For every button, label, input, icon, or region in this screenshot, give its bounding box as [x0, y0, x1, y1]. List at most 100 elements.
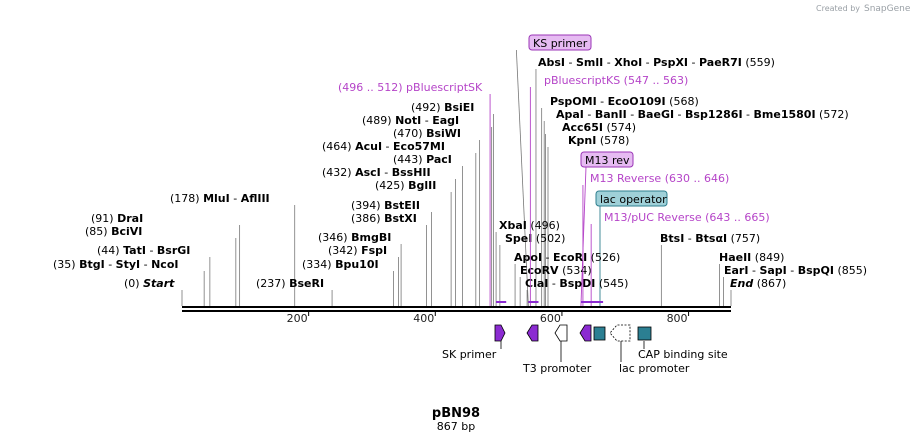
site-row[interactable]: (489) NotI - EagI	[362, 114, 459, 127]
site-label-part: AflIII	[241, 192, 270, 205]
site-label-part: BspDI	[559, 277, 595, 290]
site-row[interactable]: (346) BmgBI	[318, 231, 391, 244]
site-row[interactable]: (334) Bpu10I	[302, 258, 379, 271]
ks-primer-box-bg	[528, 34, 592, 51]
site-label: (443) PacI	[393, 153, 452, 166]
site-label-part: AscI	[355, 166, 381, 179]
site-row[interactable]: (492) BsiEI	[411, 101, 474, 114]
site-label-part: NotI	[395, 114, 421, 127]
site-label-part: BsiWI	[426, 127, 461, 140]
site-label-part: BsiEI	[444, 101, 474, 114]
site-label: (425) BglII	[375, 179, 436, 192]
sk-primer-arrow-icon[interactable]	[494, 324, 506, 342]
site-label-part: (464)	[322, 140, 352, 153]
lac-promoter-arrow-icon[interactable]	[609, 324, 631, 342]
site-label-part: (443)	[393, 153, 423, 166]
site-row[interactable]: (342) FspI	[328, 244, 387, 257]
site-label-part: -	[381, 166, 392, 179]
site-label-part: (178)	[170, 192, 200, 205]
site-row[interactable]: (386) BstXI	[351, 212, 417, 225]
site-label-part: -	[603, 56, 614, 69]
cap-binding-site-icon[interactable]	[637, 326, 652, 341]
site-row[interactable]: ApaI - BanII - BaeGI - Bsp1286I - Bme158…	[556, 108, 849, 121]
site-label-part: BspQI	[798, 264, 834, 277]
site-label-part: (35)	[53, 258, 76, 271]
site-row[interactable]: KpnI (578)	[568, 134, 629, 147]
site-row[interactable]: HaeII (849)	[719, 251, 784, 264]
site-label: (342) FspI	[328, 244, 387, 257]
m13-rev-box[interactable]: M13 rev	[580, 151, 634, 168]
ks-primer-arrow-icon[interactable]	[526, 324, 539, 342]
site-label-part: (237)	[256, 277, 286, 290]
primer-site-label[interactable]: M13/pUC Reverse (643 .. 665)	[604, 211, 770, 224]
site-row[interactable]: EcoRV (534)	[520, 264, 592, 277]
site-row[interactable]: PspOMI - EcoO109I (568)	[550, 95, 699, 108]
site-row[interactable]: (85) BciVI	[85, 225, 142, 238]
site-label-part: Bpu10I	[335, 258, 379, 271]
site-label-part: -	[421, 114, 432, 127]
site-row[interactable]: (237) BseRI	[256, 277, 324, 290]
site-label-part: (502)	[536, 232, 566, 245]
site-label-part: BstEII	[384, 199, 420, 212]
site-label-part: TatI	[123, 244, 146, 257]
site-label-part: -	[684, 232, 695, 245]
site-label-part: (849)	[755, 251, 785, 264]
site-row[interactable]: (0) Start	[124, 277, 175, 290]
site-row[interactable]: (432) AscI - BssHII	[322, 166, 431, 179]
primer-site-label[interactable]: pBluescriptKS (547 .. 563)	[544, 74, 688, 87]
site-row[interactable]: ApoI - EcoRI (526)	[514, 251, 620, 264]
site-row[interactable]: (470) BsiWI	[393, 127, 461, 140]
m13-rev-arrow-icon[interactable]	[579, 324, 592, 342]
site-label-part: SpeI	[505, 232, 532, 245]
site-label-part: (342)	[328, 244, 358, 257]
site-label: (44) TatI - BsrGI	[97, 244, 190, 257]
site-row[interactable]: EarI - SapI - BspQI (855)	[724, 264, 867, 277]
site-row[interactable]: (44) TatI - BsrGI	[97, 244, 190, 257]
t3-promoter-arrow-icon[interactable]	[554, 324, 568, 342]
lac-operator-icon[interactable]	[593, 326, 606, 341]
site-row[interactable]: SpeI (502)	[505, 232, 565, 245]
site-label-part: (545)	[599, 277, 629, 290]
site-row[interactable]: XbaI (496)	[499, 219, 560, 232]
site-row[interactable]: (425) BglII	[375, 179, 436, 192]
site-label-part: (572)	[819, 108, 849, 121]
site-label-part: (578)	[600, 134, 630, 147]
site-label-part: (91)	[91, 212, 114, 225]
site-leader-lines	[181, 49, 732, 307]
site-label-part: SmlI	[576, 56, 603, 69]
ks-primer-box[interactable]: KS primer	[528, 34, 592, 51]
site-row[interactable]: BtsI - BtsαI (757)	[660, 232, 760, 245]
site-row[interactable]: (464) AcuI - Eco57MI	[322, 140, 445, 153]
site-row[interactable]: (178) MluI - AflIII	[170, 192, 270, 205]
site-label: (35) BtgI - StyI - NcoI	[53, 258, 178, 271]
site-label-part: -	[584, 108, 595, 121]
primer-site-label[interactable]: M13 Reverse (630 .. 646)	[590, 172, 729, 185]
site-label-part: BtgI	[79, 258, 105, 271]
site-label-part: (44)	[97, 244, 120, 257]
site-label-part: (489)	[362, 114, 392, 127]
site-row[interactable]: (91) DraI	[91, 212, 143, 225]
site-label: ApaI - BanII - BaeGI - Bsp1286I - Bme158…	[556, 108, 849, 121]
site-label: End (867)	[730, 277, 786, 290]
site-label-part: -	[105, 258, 116, 271]
site-row[interactable]: AbsI - SmlI - XhoI - PspXI - PaeR7I (559…	[538, 56, 775, 69]
lac-operator-box[interactable]: lac operator	[595, 190, 668, 207]
site-label: PspOMI - EcoO109I (568)	[550, 95, 699, 108]
site-row[interactable]: (443) PacI	[393, 153, 452, 166]
site-row[interactable]: Acc65I (574)	[562, 121, 636, 134]
site-label-part: XhoI	[614, 56, 642, 69]
site-row[interactable]: (35) BtgI - StyI - NcoI	[53, 258, 178, 271]
site-label: (346) BmgBI	[318, 231, 391, 244]
axis-tick-label: 200	[287, 312, 308, 325]
site-row[interactable]: (394) BstEII	[351, 199, 420, 212]
site-row[interactable]: End (867)	[730, 277, 786, 290]
site-label: EcoRV (534)	[520, 264, 592, 277]
site-label-part: (386)	[351, 212, 381, 225]
site-label-part: -	[688, 56, 699, 69]
site-label-part: BglII	[408, 179, 436, 192]
site-label-part: BanII	[595, 108, 627, 121]
axis-tick-label: 600	[540, 312, 561, 325]
site-label-part: BmgBI	[351, 231, 391, 244]
primer-site-label[interactable]: (496 .. 512) pBluescriptSK	[338, 81, 483, 94]
site-row[interactable]: ClaI - BspDI (545)	[525, 277, 628, 290]
